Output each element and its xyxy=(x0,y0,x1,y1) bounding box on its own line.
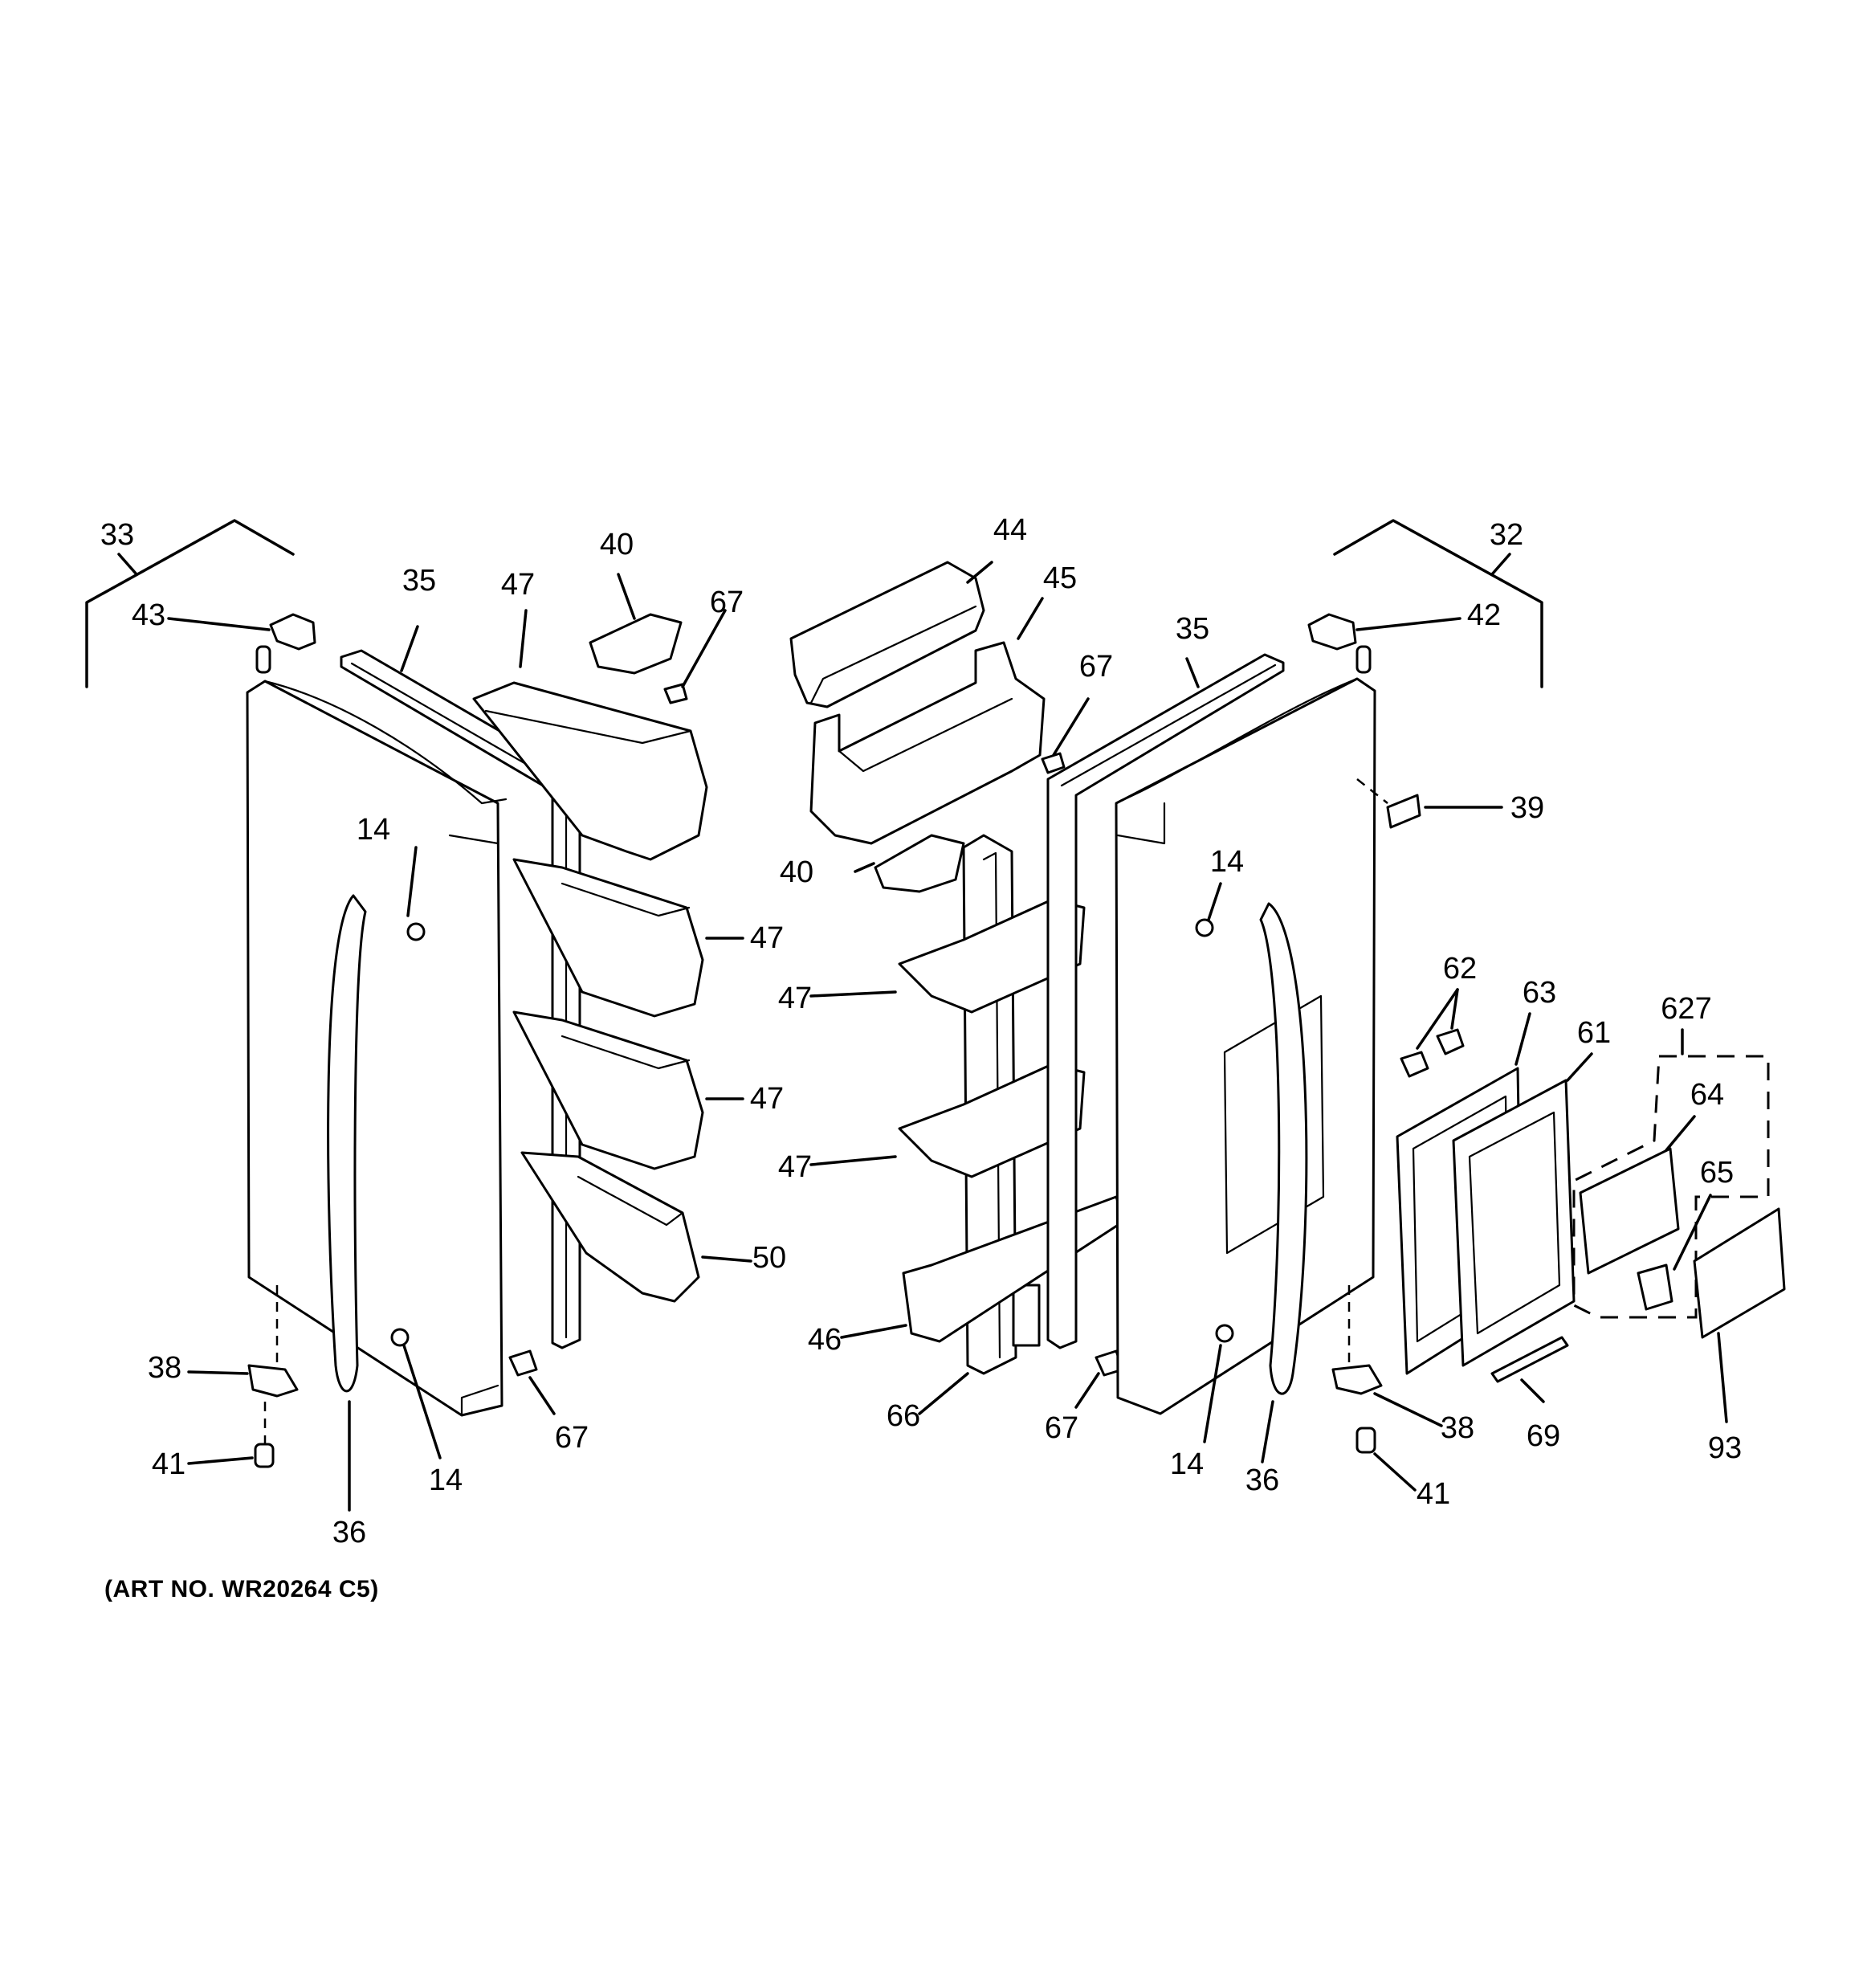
callout-40: 40 xyxy=(600,528,634,561)
callout-627: 627 xyxy=(1661,992,1711,1026)
callout-36: 36 xyxy=(332,1516,366,1549)
callout-44: 44 xyxy=(993,513,1027,547)
callout-46: 46 xyxy=(808,1323,842,1357)
callout-93: 93 xyxy=(1708,1431,1742,1465)
callout-14: 14 xyxy=(429,1463,463,1497)
callout-65: 65 xyxy=(1700,1156,1734,1190)
callout-36: 36 xyxy=(1245,1463,1279,1497)
callout-67: 67 xyxy=(555,1421,589,1455)
callout-63: 63 xyxy=(1523,976,1556,1010)
callout-67: 67 xyxy=(1045,1411,1078,1445)
callout-43: 43 xyxy=(132,598,165,632)
callout-14: 14 xyxy=(1170,1447,1204,1481)
callout-47: 47 xyxy=(778,1150,812,1184)
callout-labels: 33 43 35 47 40 67 14 47 47 50 38 41 36 1… xyxy=(100,513,1742,1549)
callout-14: 14 xyxy=(357,813,390,847)
callout-47: 47 xyxy=(501,568,535,602)
callout-35: 35 xyxy=(402,564,436,598)
callout-64: 64 xyxy=(1690,1078,1724,1112)
callout-38: 38 xyxy=(1441,1411,1474,1445)
callout-47: 47 xyxy=(778,982,812,1015)
callout-47: 47 xyxy=(750,1082,784,1116)
callout-67: 67 xyxy=(1079,650,1113,684)
callout-50: 50 xyxy=(752,1241,786,1275)
callout-42: 42 xyxy=(1467,598,1501,632)
callout-38: 38 xyxy=(148,1351,181,1385)
left-door-assembly xyxy=(85,519,752,1512)
art-number: (ART NO. WR20264 C5) xyxy=(104,1576,379,1602)
callout-35: 35 xyxy=(1176,612,1209,646)
callout-14: 14 xyxy=(1210,845,1244,879)
callout-39: 39 xyxy=(1510,791,1544,825)
callout-62: 62 xyxy=(1443,952,1477,986)
callout-47: 47 xyxy=(750,921,784,955)
callout-61: 61 xyxy=(1577,1016,1611,1050)
callout-45: 45 xyxy=(1043,561,1077,595)
dispenser-assembly xyxy=(1396,988,1786,1423)
callout-67: 67 xyxy=(710,586,744,619)
callout-32: 32 xyxy=(1490,518,1523,552)
callout-41: 41 xyxy=(152,1447,185,1481)
callout-33: 33 xyxy=(100,518,134,552)
callout-40: 40 xyxy=(780,855,813,889)
callout-66: 66 xyxy=(887,1399,920,1433)
right-door-assembly xyxy=(789,519,1543,1492)
callout-41: 41 xyxy=(1417,1477,1450,1511)
callout-69: 69 xyxy=(1527,1419,1560,1453)
